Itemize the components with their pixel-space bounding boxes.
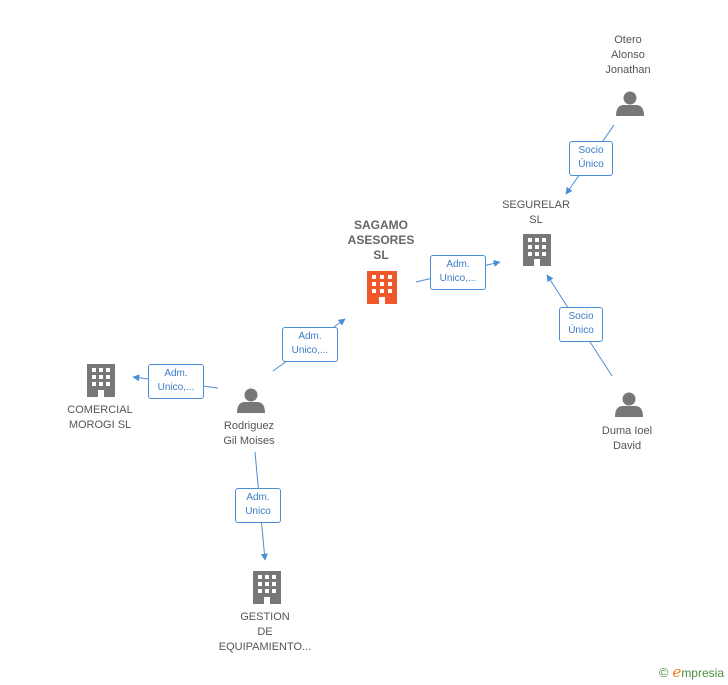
node-label-rodriguez[interactable]: Rodriguez Gil Moises	[223, 420, 275, 447]
building-icon	[367, 271, 397, 304]
edge-label-rodriguez-sagamo[interactable]: Adm. Unico,...	[282, 327, 338, 362]
person-icon	[616, 91, 644, 116]
edge-label-duma-segurelar[interactable]: Socio Único	[559, 307, 603, 342]
edge-label-sagamo-segurelar[interactable]: Adm. Unico,...	[430, 255, 486, 290]
edge-label-rodriguez-comercial[interactable]: Adm. Unico,...	[148, 364, 204, 399]
person-icon	[237, 388, 265, 413]
brand-logo-text: mpresia	[681, 666, 724, 680]
node-label-segurelar[interactable]: SEGURELAR SL	[502, 199, 570, 226]
building-icon	[523, 234, 551, 266]
brand-logo-initial: e	[672, 663, 682, 681]
copyright-icon: ©	[658, 665, 669, 680]
node-label-gestion[interactable]: GESTION DE EQUIPAMIENTO...	[218, 611, 312, 653]
building-icon	[87, 364, 115, 397]
node-label-otero[interactable]: Otero Alonso Jonathan	[605, 34, 651, 76]
node-label-comercial[interactable]: COMERCIAL MOROGI SL	[67, 404, 133, 431]
person-icon	[615, 392, 643, 417]
node-label-duma[interactable]: Duma Ioel David	[601, 425, 653, 452]
brand-footer[interactable]: ©empresia	[659, 663, 724, 681]
edge-label-rodriguez-gestion[interactable]: Adm. Unico	[235, 488, 281, 523]
edge-label-otero-segurelar[interactable]: Socio Único	[569, 141, 613, 176]
building-icon	[253, 571, 281, 604]
node-label-sagamo[interactable]: SAGAMO ASESORES SL	[347, 218, 415, 262]
